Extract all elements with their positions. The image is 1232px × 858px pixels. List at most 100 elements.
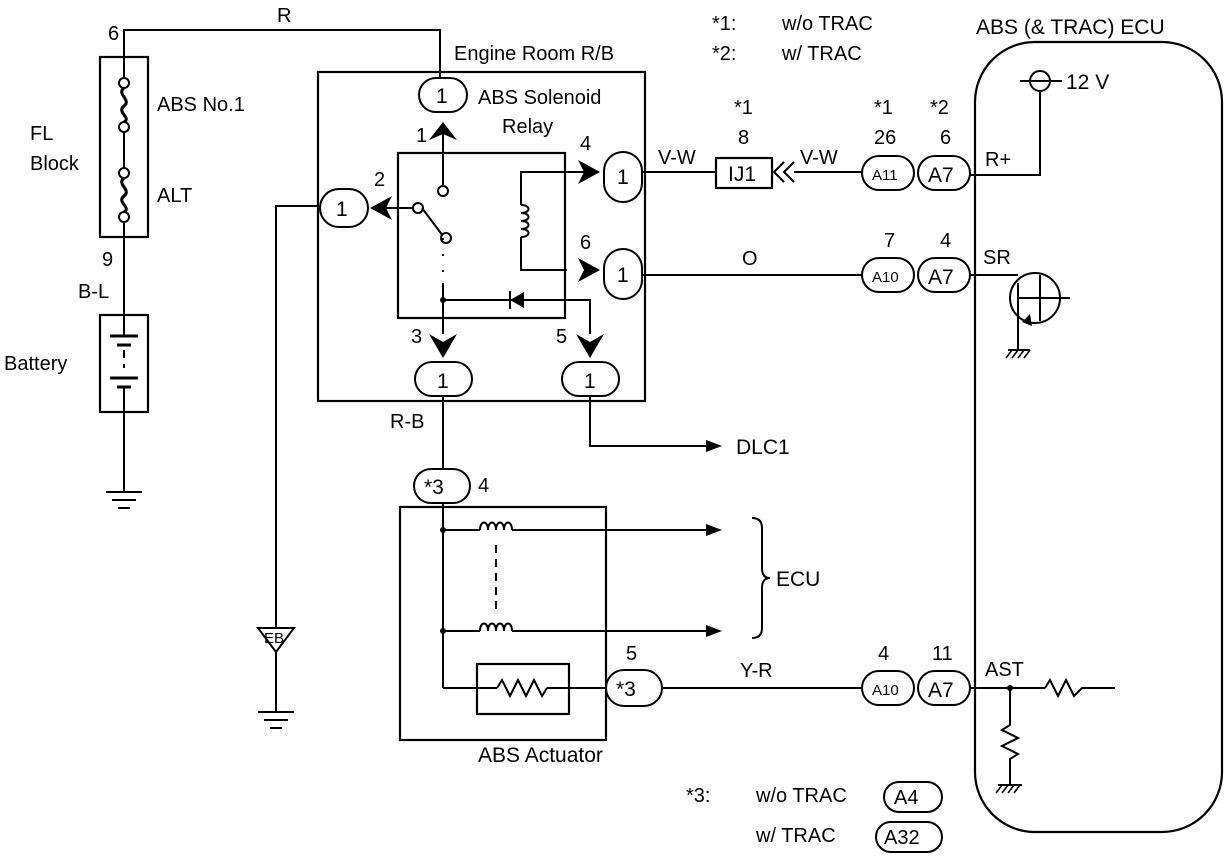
relay-pin6: 6 (580, 232, 591, 254)
ecu-title: ABS (& TRAC) ECU (976, 16, 1165, 39)
terminal-rplus: R+ (985, 149, 1011, 171)
battery-label: Battery (4, 353, 67, 375)
relay-label-1: ABS Solenoid (478, 87, 601, 109)
a7-label-sr: A7 (928, 266, 954, 289)
relay-conn-label: 1 (617, 264, 629, 287)
solenoid-coil-icon (479, 521, 513, 531)
actuator-ecu-label: ECU (776, 568, 820, 591)
relay-pin1: 1 (416, 125, 427, 147)
relay-inner-box (396, 151, 567, 320)
fl-pin-bottom: 9 (102, 249, 113, 271)
relay-coil-icon (520, 204, 530, 238)
a11-label: A11 (872, 167, 898, 184)
note3-a-connector (883, 781, 943, 813)
wire-to-dlc (589, 396, 720, 447)
relay-block-box (316, 70, 647, 403)
relay-switch-contact (421, 207, 444, 237)
wire-vw-label-2: V-W (800, 147, 838, 169)
fuse-abs-label: ABS No.1 (157, 94, 245, 116)
solenoid-coil-icon (479, 622, 513, 632)
ij1-mark: *1 (734, 97, 753, 119)
ecu-voltage: 12 V (1066, 71, 1109, 94)
relay-conn-label: 1 (436, 85, 448, 108)
fl-label-1: FL (30, 123, 53, 145)
ground-icon (258, 711, 294, 729)
a7-mark: *2 (930, 97, 949, 119)
a11-mark: *1 (874, 97, 893, 119)
note3-a-conn: A4 (894, 787, 918, 809)
wire-bl-label: B-L (78, 281, 109, 303)
pin-arrow-icon (429, 122, 457, 140)
a10-label-sr: A10 (872, 269, 899, 286)
relay-pin2-connector (319, 188, 369, 228)
actuator-title: ABS Actuator (478, 744, 603, 767)
pin-arrow-icon (578, 160, 600, 184)
eb-label: EB (264, 630, 284, 647)
note3-b-conn: A32 (884, 827, 920, 849)
battery-icon (110, 315, 138, 412)
note1-text: w/o TRAC (781, 13, 873, 35)
relay-label-2: Relay (502, 116, 553, 138)
actuator-resistor-icon (496, 677, 548, 699)
relay-pin4-connector (603, 151, 643, 203)
a10-label-ast: A10 (872, 682, 899, 699)
a10-connector-sr (861, 257, 915, 293)
wire-vw-label-1: V-W (658, 147, 696, 169)
fl-pin-top: 6 (108, 23, 119, 45)
a10-pin-sr: 7 (884, 230, 895, 252)
note3-a-text: w/o TRAC (755, 785, 847, 807)
transistor-emitter-arrow (1022, 314, 1032, 326)
note3-b-text: w/ TRAC (755, 825, 836, 847)
ij1-label: IJ1 (728, 163, 756, 186)
eb-ground-icon (256, 627, 296, 654)
relay-conn-label: 1 (437, 370, 449, 393)
wire-r-label: R (277, 5, 291, 27)
fuse-abs-icon (118, 77, 130, 133)
a7-label-ast: A7 (928, 679, 954, 702)
wire-yr-label: Y-R (740, 660, 773, 682)
relay-pin3: 3 (411, 326, 422, 348)
relay-conn-label: 1 (336, 198, 348, 221)
ground-icon (106, 491, 142, 509)
wire-rb-label: R-B (390, 411, 424, 433)
dlc-label: DLC1 (736, 436, 790, 459)
diode-icon (510, 292, 524, 308)
fl-label-2: Block (30, 153, 80, 175)
relay-pin2: 2 (374, 169, 385, 191)
relay-pin4: 4 (580, 133, 591, 155)
relay-conn-label: 1 (617, 166, 629, 189)
fuse-alt-icon (118, 167, 130, 223)
pin-arrow-icon (578, 258, 600, 282)
ground-icon (1005, 349, 1031, 359)
pin-arrow-icon (576, 334, 604, 358)
ast-pulldown-resistor-icon (999, 688, 1021, 785)
note3-b-connector (875, 821, 943, 853)
rplus-wire (975, 91, 1041, 176)
a7-label-rplus: A7 (928, 164, 954, 187)
ij1-connector (714, 156, 774, 190)
actuator-conn-mark-top: *3 (424, 476, 444, 499)
a10-pin-ast: 4 (878, 643, 889, 665)
relay-block-title: Engine Room R/B (454, 43, 614, 65)
ground-icon (995, 784, 1022, 794)
a7-pin-ast: 11 (932, 643, 953, 665)
relay-pin1-connector (418, 77, 468, 113)
note3-mark: *3: (686, 785, 710, 807)
terminal-ast: AST (985, 659, 1024, 681)
pin-arrow-icon (429, 334, 457, 358)
wire-to-eb-ground (275, 205, 320, 628)
actuator-pin-mid: 5 (626, 643, 637, 665)
note1-mark: *1: (712, 13, 736, 35)
a7-connector-rplus (917, 155, 971, 191)
ecu-brace (751, 517, 771, 639)
ij1-pin: 8 (738, 127, 749, 149)
actuator-conn-mark-mid: *3 (616, 678, 636, 701)
relay-conn-label: 1 (584, 370, 596, 393)
fuse-alt-label: ALT (157, 185, 192, 207)
a7-pin-sr: 4 (940, 230, 951, 252)
ast-resistor-icon (1044, 677, 1115, 699)
a11-connector (861, 155, 915, 191)
terminal-sr: SR (983, 247, 1011, 269)
actuator-box (398, 505, 608, 742)
